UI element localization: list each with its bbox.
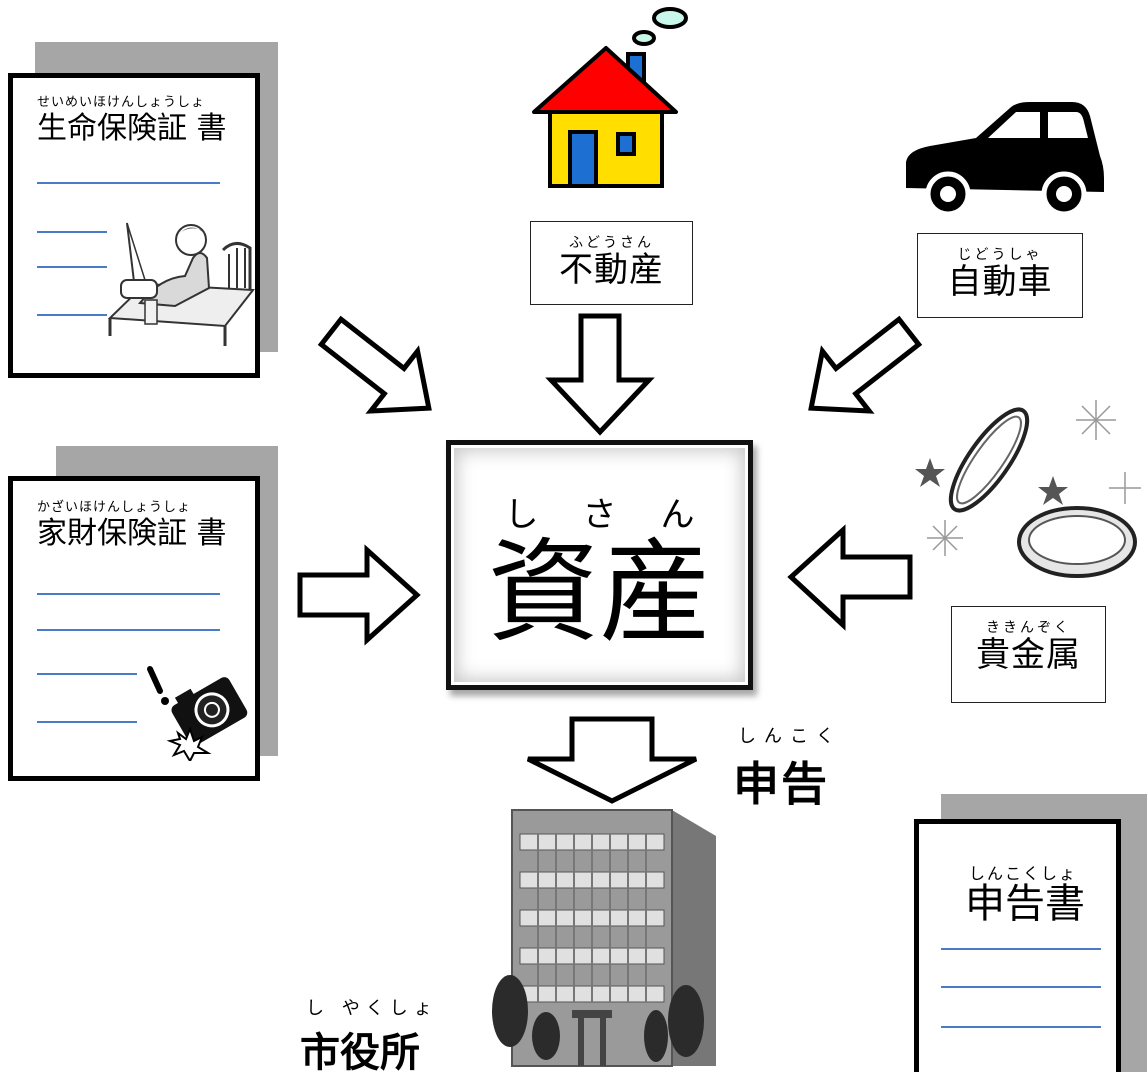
- car-ruby: じどうしゃ: [957, 247, 1043, 263]
- car-icon: [906, 102, 1104, 215]
- real-estate-label: ふどうさん 不動産: [530, 221, 693, 305]
- arrow-home-insurance-to-assets: [297, 544, 421, 646]
- doc-line: [37, 314, 107, 316]
- real-estate-text: 不動産: [559, 250, 664, 290]
- doc-line: [37, 266, 107, 268]
- declaration-form-document: しんこくしょ 申告書: [914, 819, 1121, 1072]
- assets-center-box: しさん 資産: [446, 440, 753, 690]
- doc-line: [941, 1026, 1101, 1028]
- doc-line: [37, 182, 220, 184]
- doc-line: [941, 986, 1101, 988]
- rings-icon: [915, 400, 1141, 578]
- arrow-assets-to-city-hall: [526, 716, 698, 804]
- doc-line: [37, 721, 137, 723]
- doc-line: [37, 673, 137, 675]
- car-label: じどうしゃ 自動車: [917, 233, 1083, 318]
- precious-metals-ruby: ききんぞく: [986, 620, 1071, 636]
- arrow-car-to-assets: [808, 315, 923, 414]
- home-insurance-title: 家財保険証 書: [37, 516, 227, 551]
- doc-line: [37, 593, 220, 595]
- home-insurance-ruby: かざいほけんしょうしょ: [37, 500, 192, 515]
- declaration-text: 申告: [733, 757, 829, 811]
- precious-metals-text: 貴金属: [976, 635, 1081, 675]
- life-insurance-title: 生命保険証 書: [37, 111, 227, 146]
- life-insurance-document: せいめいほけんしょうしょ 生命保険証 書: [8, 73, 260, 378]
- injured-patient-in-bed-icon: [107, 222, 255, 346]
- declaration-form-title: 申告書: [965, 881, 1085, 927]
- assets-ruby: しさん: [504, 495, 739, 535]
- city-hall-building-icon: [492, 809, 716, 1067]
- arrow-life-insurance-to-assets: [317, 315, 432, 414]
- city-hall-ruby: し やくしょ: [306, 998, 438, 1019]
- declaration-ruby: しんこく: [738, 726, 842, 747]
- arrow-precious-metals-to-assets: [787, 524, 913, 631]
- life-insurance-ruby: せいめいほけんしょうしょ: [37, 95, 206, 110]
- declaration-form-ruby: しんこくしょ: [969, 864, 1078, 883]
- doc-line: [37, 231, 107, 233]
- real-estate-ruby: ふどうさん: [569, 235, 654, 251]
- car-text: 自動車: [947, 262, 1053, 302]
- house-icon: [532, 7, 688, 188]
- assets-title: 資産: [487, 528, 712, 658]
- home-insurance-document: かざいほけんしょうしょ 家財保険証 書: [8, 476, 260, 781]
- broken-camera-icon: [147, 666, 248, 761]
- doc-line: [941, 948, 1101, 950]
- doc-line: [37, 629, 220, 631]
- city-hall-text: 市役所: [300, 1030, 420, 1076]
- arrow-real-estate-to-assets: [545, 313, 655, 436]
- precious-metals-label: ききんぞく 貴金属: [951, 606, 1106, 703]
